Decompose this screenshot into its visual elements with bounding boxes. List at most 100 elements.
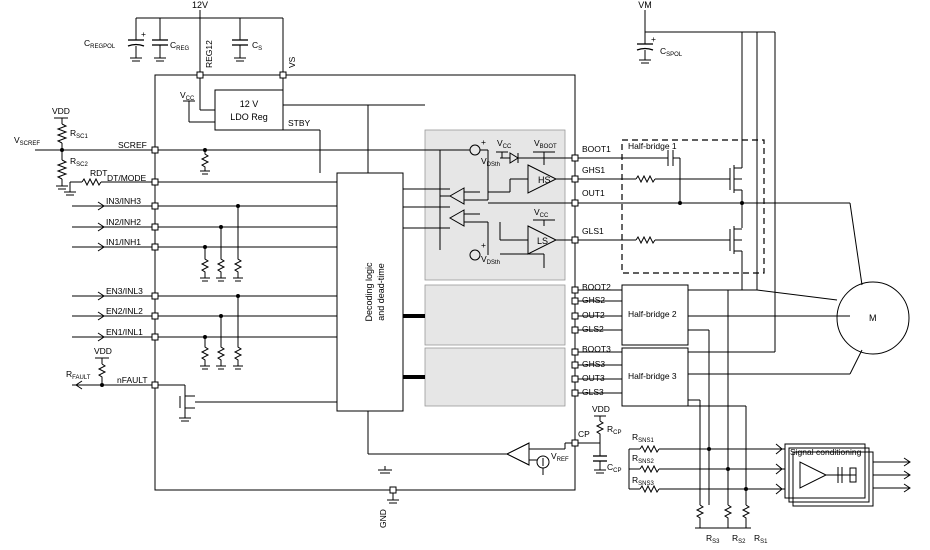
rsns3-label: RSNS3: [632, 475, 654, 487]
rdt-resistor: [81, 177, 102, 187]
pin-in2: [151, 223, 159, 231]
pin-boot3-label: BOOT3: [582, 344, 611, 354]
pin-vs: [279, 71, 287, 79]
gate-driver-block-2: [424, 284, 566, 346]
pin-scref-label: SCREF: [118, 140, 147, 150]
cregpol-plus: +: [141, 29, 146, 39]
half-bridge-3-label: Half-bridge 3: [628, 371, 677, 381]
pin-boot1: [571, 154, 579, 162]
ls-label: LS: [537, 236, 548, 246]
pin-out1-label: OUT1: [582, 188, 605, 198]
rsns1-label: RSNS1: [632, 432, 654, 444]
vref-label: VREF: [551, 451, 569, 463]
signal-conditioning-label: Signal conditioning: [790, 447, 862, 457]
rcp-resistor: [595, 420, 605, 438]
vdsth-bottom-plus: +: [481, 240, 486, 250]
rs3-label: RS3: [706, 533, 720, 545]
pin-en3-label: EN3/INL3: [106, 286, 143, 296]
signal-conditioning-back-1: [788, 447, 870, 503]
cspol-plus: +: [651, 34, 656, 44]
pin-gls3-label: GLS3: [582, 387, 604, 397]
ldo-label-2: LDO Reg: [230, 112, 268, 122]
pin-nfault: [151, 381, 159, 389]
pin-gnd: [389, 486, 397, 494]
pin-dt-mode: [151, 178, 159, 186]
pin-ghs2: [571, 297, 579, 305]
pin-en1: [151, 333, 159, 341]
half-bridge-2-label: Half-bridge 2: [628, 309, 677, 319]
pin-in3: [151, 202, 159, 210]
supply-12v-label: 12V: [192, 0, 208, 10]
signal-amp: [799, 461, 828, 489]
signal-conditioning-block: [784, 443, 866, 499]
rs3-resistor: [695, 504, 705, 528]
pin-scref: [151, 146, 159, 154]
half-bridge-1-frame: [621, 139, 765, 274]
pin-out1: [571, 199, 579, 207]
pin-ghs2-label: GHS2: [582, 295, 605, 305]
rsc2-label: RSC2: [70, 156, 88, 168]
rdt-label: RDT: [90, 168, 107, 178]
creg-label: CREG: [170, 40, 189, 52]
pin-gls3: [571, 389, 579, 397]
rs2-resistor: [723, 504, 733, 528]
motor: [836, 281, 910, 355]
vscref-label: VSCREF: [14, 135, 40, 147]
ls-vcc-label: VCC: [534, 207, 549, 219]
vdd-cp-label: VDD: [592, 404, 610, 414]
ic-outline: [154, 74, 576, 491]
vdsth-top-plus: +: [481, 137, 486, 147]
pin-in1: [151, 243, 159, 251]
pin-boot3: [571, 348, 579, 356]
pin-gls1-label: GLS1: [582, 226, 604, 236]
vdd-fault-label: VDD: [94, 346, 112, 356]
pin-ghs1-label: GHS1: [582, 165, 605, 175]
pin-in3-label: IN3/INH3: [106, 196, 141, 206]
decoding-label-1: Decoding logic: [364, 262, 374, 322]
pin-gls2-label: GLS2: [582, 324, 604, 334]
stby-label: STBY: [288, 118, 311, 128]
ldo-label-1: 12 V: [240, 99, 259, 109]
vboot-label: VBOOT: [534, 138, 557, 150]
rfault-resistor: [97, 363, 107, 383]
cs-label: CS: [252, 40, 262, 52]
ldo-block: [214, 89, 284, 131]
pin-nfault-label: nFAULT: [117, 375, 148, 385]
pin-ghs3: [571, 361, 579, 369]
pin-in2-label: IN2/INH2: [106, 217, 141, 227]
hs-vcc-label: VCC: [497, 138, 512, 150]
cregpol-label: CREGPOL: [84, 38, 116, 50]
pin-ghs1: [571, 175, 579, 183]
half-bridge-3: [621, 347, 689, 407]
pin-reg12-label: REG12: [204, 40, 214, 68]
motor-label: M: [869, 313, 877, 323]
pin-en1-label: EN1/INL1: [106, 327, 143, 337]
supply-vm-label: VM: [638, 0, 652, 10]
decoding-label-2: and dead-time: [376, 263, 386, 321]
vdsth-top-label: VDSth: [481, 156, 500, 168]
signal-conditioning-back-2: [792, 451, 874, 507]
vref-amp: [505, 442, 530, 466]
pin-out3: [571, 375, 579, 383]
half-bridge-1-label: Half-bridge 1: [628, 141, 677, 151]
pin-en3: [151, 292, 159, 300]
rfault-label: RFAULT: [66, 369, 91, 381]
pin-boot1-label: BOOT1: [582, 144, 611, 154]
pin-en2-label: EN2/INL2: [106, 306, 143, 316]
pin-boot2: [571, 286, 579, 294]
rs1-resistor: [741, 504, 751, 528]
pin-vs-label: VS: [287, 56, 297, 68]
pin-en2: [151, 312, 159, 320]
rs1-label: RS1: [754, 533, 768, 545]
pin-gls2: [571, 326, 579, 334]
pin-reg12: [196, 71, 204, 79]
hs-label: HS: [538, 175, 551, 185]
gate-driver-block-1: [424, 129, 566, 281]
vdd-scref-label: VDD: [52, 106, 70, 116]
pin-ghs3-label: GHS3: [582, 359, 605, 369]
pin-out2: [571, 312, 579, 320]
rcp-label: RCP: [607, 424, 621, 436]
half-bridge-2: [621, 284, 689, 346]
rs2-label: RS2: [732, 533, 746, 545]
